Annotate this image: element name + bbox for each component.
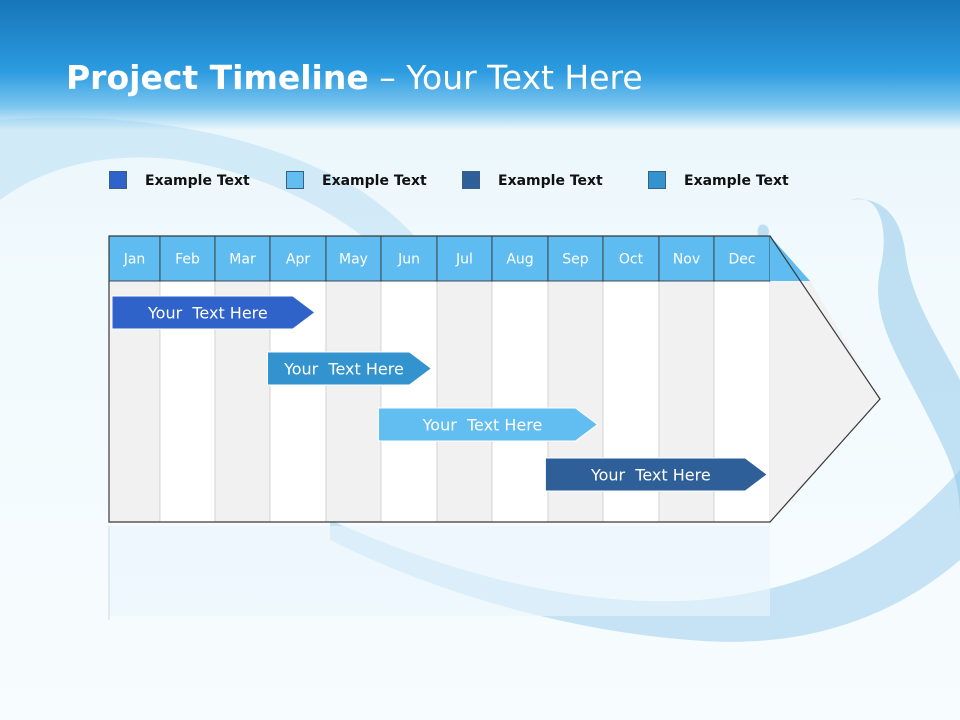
legend-label: Example Text — [145, 173, 250, 189]
month-label: Oct — [619, 252, 644, 268]
task-label: Your Text Here — [283, 360, 404, 379]
task-bar — [544, 457, 769, 492]
timeline-arrow-outline — [108, 235, 881, 523]
month-label: Jun — [397, 252, 420, 268]
title-rest: – Your Text Here — [368, 58, 643, 97]
month-header-cell — [159, 235, 216, 282]
month-header-tip — [770, 236, 810, 281]
month-label: Jul — [455, 252, 473, 268]
month-label: Jan — [123, 252, 146, 268]
timeline-arrow-tip — [770, 281, 880, 522]
month-column — [380, 280, 438, 523]
slide-title: Project Timeline – Your Text Here — [66, 58, 643, 97]
month-label: Mar — [229, 252, 256, 268]
title-bold: Project Timeline — [66, 58, 369, 97]
month-column — [491, 280, 549, 523]
month-label: Apr — [286, 252, 310, 268]
legend-label: Example Text — [322, 173, 427, 189]
month-label: May — [339, 252, 368, 268]
month-header-cell — [491, 235, 549, 282]
legend-label: Example Text — [498, 173, 603, 189]
water-splash-right — [850, 198, 960, 520]
legend-label: Example Text — [684, 173, 789, 189]
task-label: Your Text Here — [590, 466, 711, 485]
month-label: Aug — [506, 252, 533, 268]
month-label: Dec — [728, 252, 755, 268]
task-bar — [378, 407, 599, 442]
task-bar — [111, 295, 316, 330]
task-label: Your Text Here — [147, 304, 268, 323]
legend-swatch — [286, 171, 304, 189]
water-drop — [757, 224, 769, 239]
timeline-reflection — [109, 526, 770, 616]
month-label: Sep — [562, 252, 589, 268]
legend-swatch — [648, 171, 666, 189]
month-column — [436, 280, 493, 523]
month-label: Nov — [673, 252, 700, 268]
header-band — [0, 0, 960, 130]
legend-swatch — [109, 171, 127, 189]
month-column — [325, 280, 382, 523]
task-label: Your Text Here — [422, 416, 543, 435]
task-bar — [267, 351, 433, 386]
month-header-cell — [380, 235, 438, 282]
month-label: Feb — [175, 252, 200, 268]
legend-swatch — [462, 171, 480, 189]
month-header-cell — [658, 235, 715, 282]
